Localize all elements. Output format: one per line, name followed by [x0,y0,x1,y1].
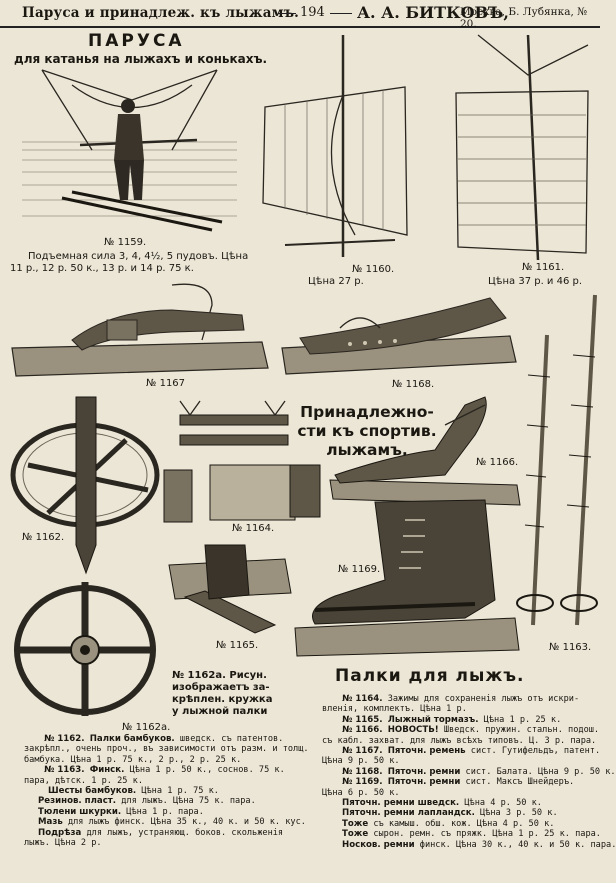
list-item: Тюлени шкурки. Цѣна 1 р. пара. [38,806,204,817]
list-item: лыжъ. Цѣна 2 р. [24,838,102,849]
item-1159-prices: 11 р., 12 р. 50 к., 13 р. и 14 р. 75 к. [10,263,194,274]
list-item: пара, дѣтск. 1 р. 25 к. [24,775,143,786]
list-item: Мазь для лыжъ финск. Цѣна 35 к., 40 к. и… [38,817,306,828]
accessories-title: Принадлежно- сти къ спортив. лыжамъ. [296,403,438,460]
list-item: Резинов. пласт. для лыжъ. Цѣна 75 к. пар… [38,796,256,807]
label-1162a: № 1162а. [122,722,171,733]
sail-kite-illustration [22,69,237,235]
item-1161-number: № 1161. [522,262,565,273]
left-price-list: № 1162. Палки бамбуков. шведск. съ патен… [24,734,309,848]
list-item: № 1164. Зажимы для сохраненія лыжъ отъ и… [342,694,580,704]
ski-clamp-1164-illustration [163,400,321,523]
right-price-list: № 1164. Зажимы для сохраненія лыжъ отъ и… [322,694,616,850]
item-1160-number: № 1160. [352,264,395,275]
boot-binding-1169-illustration [294,499,520,657]
sails-subtitle: для катанья на лыжахъ и конькахъ. [14,52,268,66]
list-item: Цѣна 6 р. 50 к. [322,787,400,798]
ski-poles-1163-illustration [516,294,598,626]
list-item: № 1166. НОВОСТЬ! Шведск. пружин. стальн.… [342,725,600,736]
list-item: № 1169. Пяточн. ремни сист. Максъ Шнейде… [342,777,575,788]
item-1160-price: Цѣна 27 р. [308,276,364,287]
binding-1168-illustration [281,297,517,375]
firm-name: А. А. БИТКОВЪ, [357,3,509,22]
note-1162a-line2: изображаетъ за- [172,682,270,693]
label-1168: № 1168. [392,379,435,390]
pole-tip-1162-illustration [10,396,160,575]
page-number: 194 [300,5,325,20]
list-item: съ кабл. захват. для лыжъ всѣхъ типовъ. … [322,735,597,746]
label-1169: № 1169. [338,564,381,575]
note-1162a: № 1162а. Рисун. изображаетъ за- крѣплен.… [172,670,272,718]
firm-address: Москва, Б. Лубянка, № 20. [460,6,588,30]
list-item: № 1168. Пяточн. ремни сист. Балата. Цѣна… [342,766,616,777]
poles-title: Палки для лыжъ. [335,666,525,686]
binding-1167-illustration [11,283,269,377]
header-section-title: Паруса и принадлеж. къ лыжамъ. [22,5,300,21]
label-1165: № 1165. [216,640,259,651]
list-item: Тоже съ камыш. обш. кож. Цѣна 4 р. 50 к. [342,818,555,829]
accessories-title-line2: сти къ спортив. [297,422,437,440]
note-1162a-line3: крѣплен. кружка [172,694,273,705]
list-item: Пяточн. ремни шведск. Цѣна 4 р. 50 к. [342,798,542,809]
sole-plate-1166-illustration [329,396,521,506]
label-1162: № 1162. [22,532,65,543]
ski-brake-1165-illustration [168,544,292,634]
list-item: Подрѣза для лыжъ, устраняющ. боков. скол… [38,827,284,838]
item-1161-price: Цѣна 37 р. и 46 р. [488,276,583,287]
label-1164: № 1164. [232,523,275,534]
note-1162a-line4: у лыжной палки [172,706,268,717]
item-1159-number: № 1159. [104,237,147,248]
pole-ring-1162a-illustration [14,582,156,716]
list-item: закрѣпл., очень проч., въ зависимости от… [24,744,309,755]
list-item: Шесты бамбуков. Цѣна 1 р. 75 к. [48,786,219,797]
sail-1161-illustration [455,34,589,261]
accessories-title-line3: лыжамъ. [326,441,408,459]
list-item: № 1162. Палки бамбуков. шведск. съ патен… [44,734,284,744]
item-1159-caption: Подъемная сила 3, 4, 4½, 5 пудовъ. Цѣна [28,251,249,262]
label-1167: № 1167 [146,378,186,389]
list-item: Цѣна 9 р. 50 к. [322,756,400,767]
list-item: бамбука. Цѣна 1 р. 75 к., 2 р., 2 р. 25 … [24,754,242,765]
note-1162a-line1: № 1162а. Рисун. [172,670,267,681]
list-item: Пяточн. ремни лапландск. Цѣна 3 р. 50 к. [342,808,558,819]
list-item: Носков. ремни финск. Цѣна 30 к., 40 к. и… [342,839,616,850]
page-header: Паруса и принадлеж. къ лыжамъ. 194 А. А.… [0,0,600,30]
label-1166: № 1166. [476,457,519,468]
list-item: № 1163. Финск. Цѣна 1 р. 50 к., соснов. … [44,765,285,776]
list-item: вленія, комплектъ. Цѣна 1 р. [322,704,467,715]
accessories-title-line1: Принадлежно- [300,403,434,421]
header-rule [330,13,352,14]
sails-title: ПАРУСА [88,31,185,51]
header-rule [278,13,296,14]
catalog-page: Паруса и принадлеж. къ лыжамъ. 194 А. А.… [0,0,616,850]
sail-1160-illustration [262,35,408,257]
list-item: Тоже сырон. ремн. съ пряжк. Цѣна 1 р. 25… [342,829,601,840]
list-item: № 1167. Пяточн. ремень сист. Гутифельдъ,… [342,746,601,757]
list-item: № 1165. Лыжный тормазъ. Цѣна 1 р. 25 к. [342,714,562,725]
label-1163: № 1163. [549,642,592,653]
